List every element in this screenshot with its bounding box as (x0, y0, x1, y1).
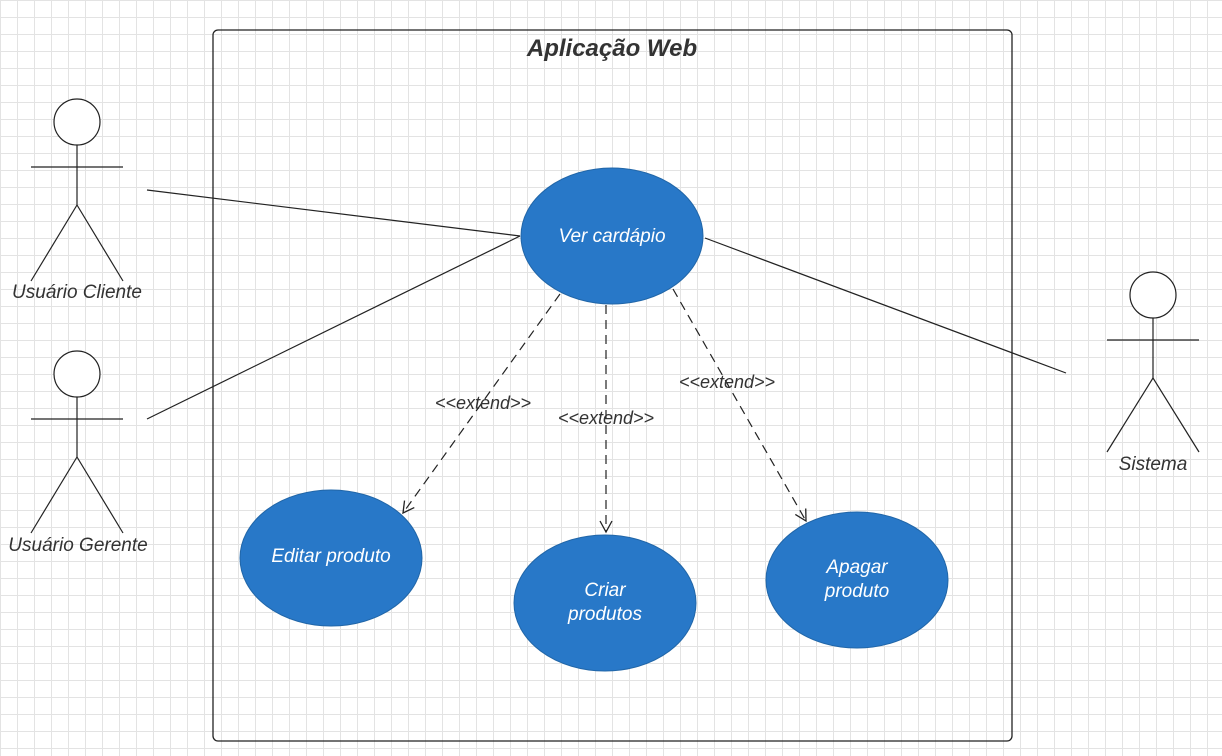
use-case-apagar-produto[interactable]: Apagar produto (765, 511, 949, 649)
extend-label-criar: <<extend>> (558, 408, 654, 428)
actor-sistema-label: Sistema (1119, 454, 1188, 475)
use-case-criar-produtos-label-line2: produtos (567, 604, 642, 625)
use-case-editar-produto[interactable]: Editar produto (239, 489, 423, 627)
actor-usuario-gerente-label: Usuário Gerente (8, 535, 147, 556)
system-boundary[interactable] (212, 29, 1013, 742)
association-cliente-ver-cardapio[interactable] (146, 189, 521, 237)
association-sistema-ver-cardapio[interactable] (704, 237, 1067, 374)
system-title: Aplicação Web (526, 35, 697, 62)
association-gerente-ver-cardapio[interactable] (146, 235, 521, 420)
use-case-apagar-produto-label-line2: produto (824, 581, 889, 602)
use-case-criar-produtos-label-line1: Criar (584, 580, 626, 601)
actor-head-icon (53, 350, 101, 398)
actor-head-icon (1129, 271, 1177, 319)
actor-usuario-gerente[interactable] (30, 350, 124, 534)
actor-sistema[interactable] (1106, 271, 1200, 453)
use-case-ver-cardapio[interactable]: Ver cardápio (520, 167, 704, 305)
extend-label-apagar: <<extend>> (679, 372, 775, 392)
actor-head-icon (53, 98, 101, 146)
use-case-editar-produto-label: Editar produto (271, 546, 390, 567)
actor-usuario-cliente-label: Usuário Cliente (12, 282, 142, 303)
use-case-criar-produtos[interactable]: Criar produtos (513, 534, 697, 672)
extend-arrow-apagar[interactable] (672, 288, 807, 523)
use-case-apagar-produto-label-line1: Apagar (825, 557, 888, 578)
extend-label-editar: <<extend>> (435, 393, 531, 413)
actor-usuario-cliente[interactable] (30, 98, 124, 282)
use-case-ver-cardapio-label: Ver cardápio (558, 226, 665, 247)
